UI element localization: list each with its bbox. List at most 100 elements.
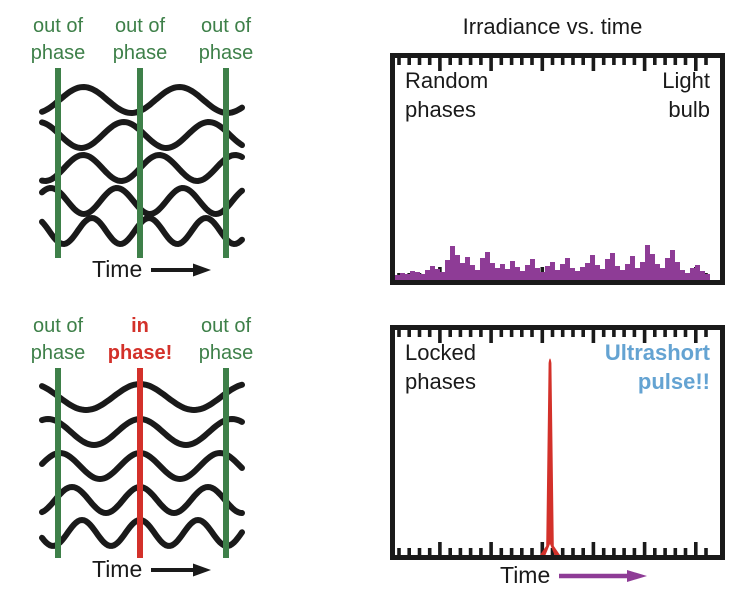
tick-mark	[642, 58, 647, 71]
tick-mark	[397, 548, 401, 555]
tick-mark	[632, 330, 637, 337]
phase-label-line: phase	[112, 42, 168, 64]
panel-irradiance-random: Irradiance vs. time Random phases Light …	[372, 0, 745, 300]
time-arrow-icon	[559, 569, 648, 582]
annotation-line: Light	[662, 68, 710, 93]
phase-label-line: out of	[200, 315, 252, 337]
phase-label-line: in	[131, 315, 149, 337]
tick-mark	[550, 548, 555, 555]
phase-label-right: out of phase	[199, 13, 254, 67]
waves-canvas-bottom	[39, 368, 245, 558]
panel-in-phase-waves: out of phase in phase! out of phase Time	[0, 300, 330, 600]
tick-mark	[612, 330, 616, 337]
phase-label-left: out of phase	[31, 13, 86, 67]
tick-mark	[509, 58, 514, 65]
tick-mark	[612, 548, 616, 555]
tick-mark	[417, 58, 422, 65]
tick-mark	[694, 58, 698, 71]
tick-mark	[704, 58, 708, 65]
tick-mark	[560, 548, 565, 555]
tick-mark	[509, 548, 514, 555]
panel-irradiance-locked: Locked phases Ultrashort pulse!! Time	[372, 300, 745, 600]
annotation-line: bulb	[668, 97, 710, 122]
tick-mark	[479, 548, 483, 555]
ultrashort-pulse-spike	[540, 358, 560, 555]
tick-mark	[581, 58, 585, 65]
tick-mark	[468, 58, 473, 65]
tick-mark	[499, 330, 504, 337]
tick-mark	[612, 58, 616, 65]
tick-mark	[468, 330, 473, 337]
time-label-text: Time	[500, 562, 551, 588]
tick-mark	[622, 548, 626, 555]
plot-title: Irradiance vs. time	[462, 14, 643, 39]
tick-mark	[642, 542, 647, 555]
annotation-line: phases	[405, 369, 476, 394]
tick-mark	[458, 58, 463, 65]
tick-mark	[622, 330, 626, 337]
tick-mark	[704, 548, 708, 555]
tick-mark	[438, 58, 442, 71]
phase-label-left: out of phase	[31, 313, 86, 367]
irradiance-plot-locked-box: Locked phases Ultrashort pulse!!	[390, 325, 725, 560]
phase-label-right: out of phase	[199, 313, 254, 367]
tick-mark	[479, 58, 483, 65]
tick-mark	[520, 58, 524, 65]
tick-mark	[397, 330, 401, 337]
tick-mark	[407, 58, 411, 65]
phase-label-line: phase	[198, 342, 254, 364]
tick-mark	[581, 548, 585, 555]
tick-mark	[520, 548, 524, 555]
tick-mark	[530, 548, 534, 555]
phase-label-line: phase!	[107, 342, 173, 364]
annotation-line: Locked	[405, 340, 476, 365]
tick-mark	[601, 330, 606, 337]
tick-mark	[694, 542, 698, 555]
phase-label-middle: out of phase	[113, 13, 168, 67]
tick-mark	[540, 58, 545, 71]
tick-mark	[540, 542, 545, 555]
tick-mark	[632, 58, 637, 65]
tick-mark	[591, 330, 596, 343]
tick-mark	[622, 58, 626, 65]
plot-annotation-locked-phases: Locked phases	[405, 338, 476, 396]
time-label-text: Time	[92, 256, 143, 282]
tick-mark	[489, 58, 493, 71]
annotation-line: phases	[405, 97, 476, 122]
phase-label-line: out of	[32, 15, 84, 37]
tick-mark	[407, 330, 411, 337]
tick-mark	[499, 548, 504, 555]
tick-mark	[683, 330, 688, 337]
plot-annotation-ultrashort-pulse: Ultrashort pulse!!	[605, 338, 710, 396]
tick-mark	[550, 330, 555, 337]
tick-mark	[560, 330, 565, 337]
tick-mark	[581, 330, 585, 337]
locked-plot-canvas	[397, 330, 708, 555]
time-label-text: Time	[92, 556, 143, 582]
waves-canvas-top	[39, 68, 245, 258]
tick-mark	[427, 330, 432, 337]
tick-mark	[571, 330, 575, 337]
tick-mark	[509, 330, 514, 337]
tick-mark	[479, 330, 483, 337]
random-irradiance-trace	[395, 245, 710, 280]
tick-mark	[489, 330, 493, 343]
annotation-line: pulse!!	[637, 369, 710, 394]
tick-mark	[458, 330, 463, 337]
tick-mark	[550, 58, 555, 65]
annotation-line: Random	[405, 68, 489, 93]
tick-mark	[683, 548, 688, 555]
tick-mark	[704, 330, 708, 337]
tick-mark	[407, 548, 411, 555]
phase-label-line: out of	[114, 15, 166, 37]
tick-mark	[530, 330, 534, 337]
tick-mark	[683, 58, 688, 65]
phase-label-line: phase	[198, 42, 254, 64]
irradiance-plot-random-box: Random phases Light bulb	[390, 53, 725, 285]
tick-mark	[673, 548, 678, 555]
tick-mark	[458, 548, 463, 555]
tick-mark	[653, 330, 657, 337]
plot-annotation-light-bulb: Light bulb	[662, 66, 710, 124]
time-arrow-icon	[151, 263, 212, 276]
